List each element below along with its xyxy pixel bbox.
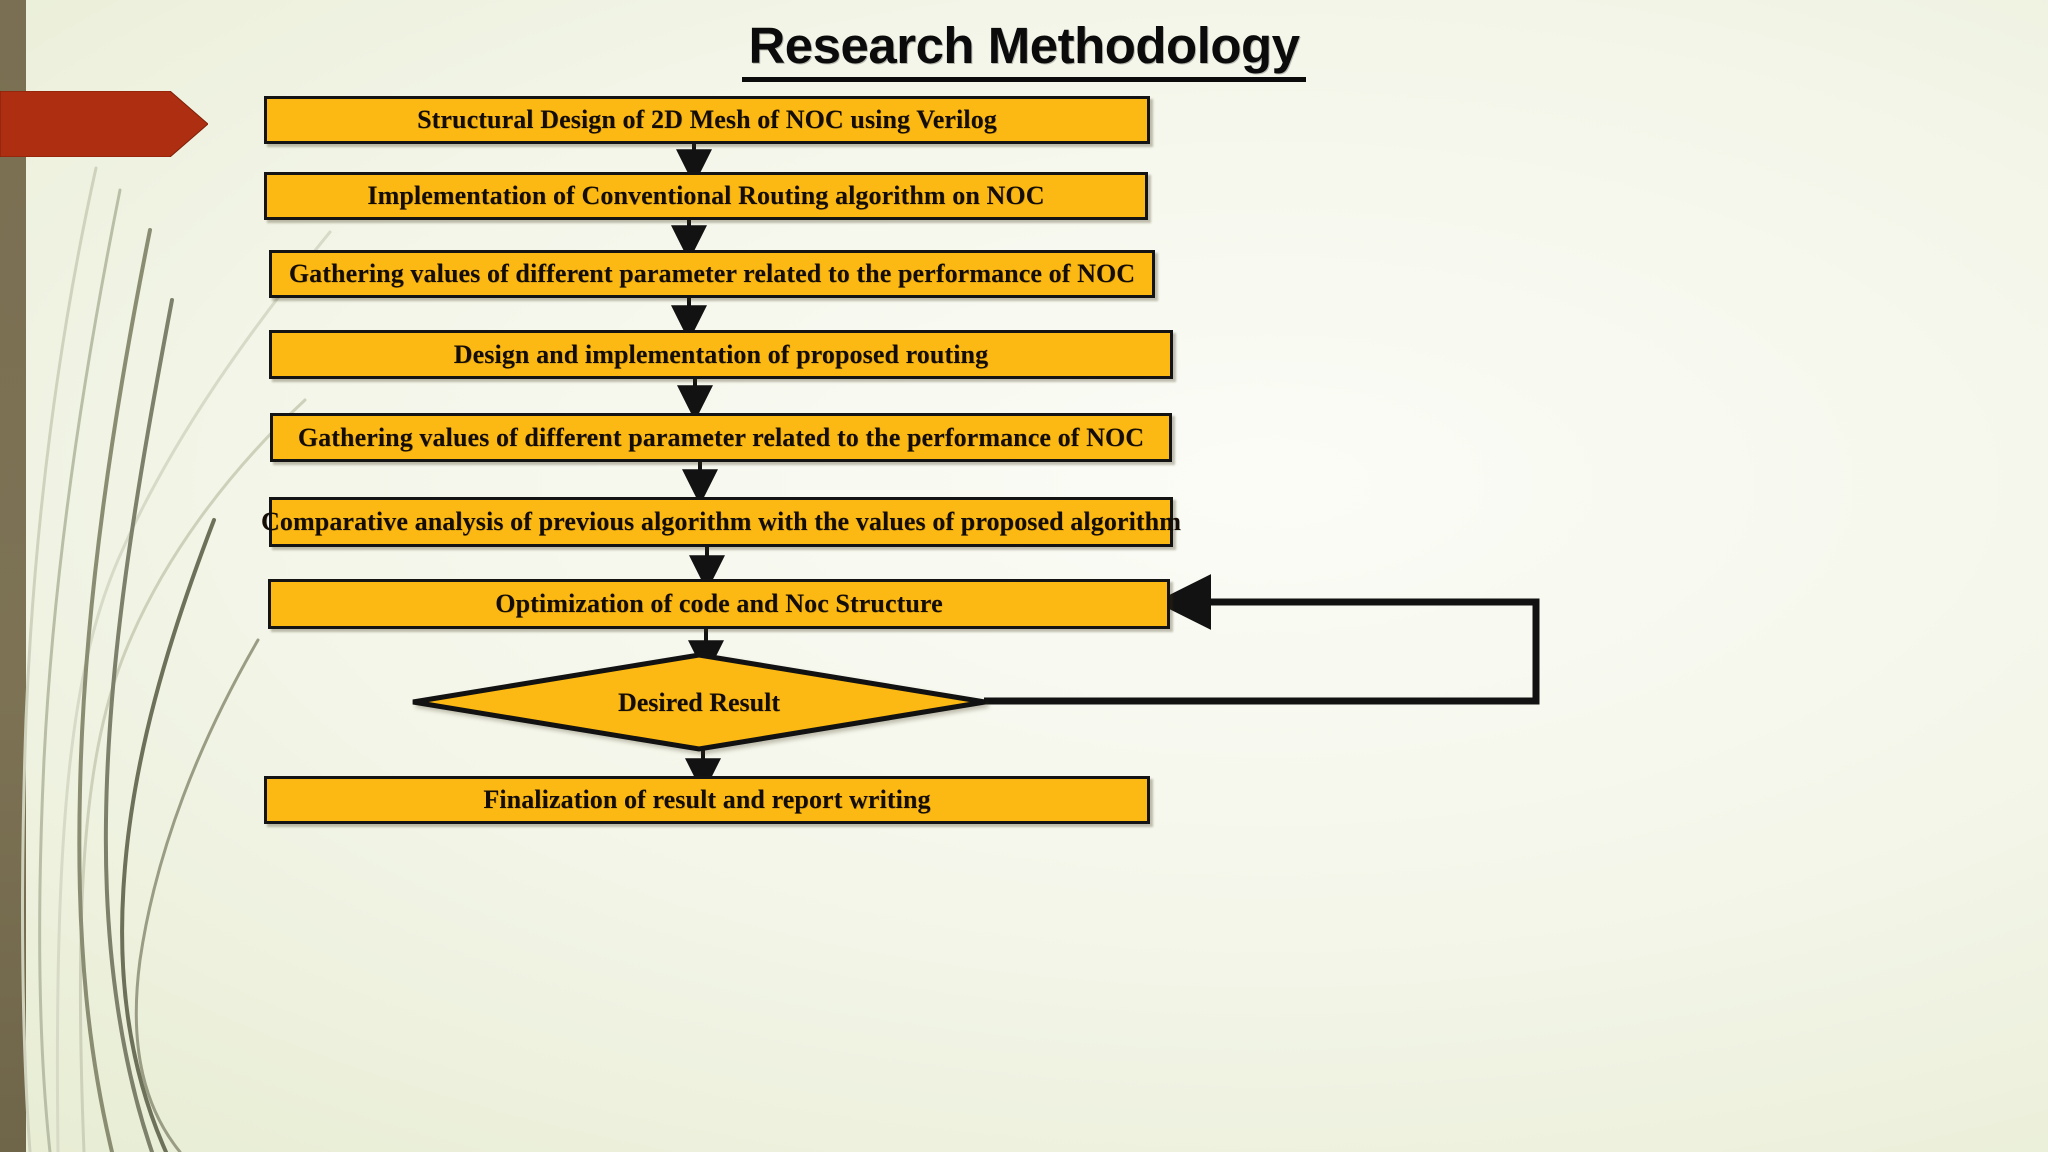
flow-node-n8[interactable]: Desired Result (412, 652, 986, 752)
flow-node-n5[interactable]: Gathering values of different parameter … (270, 413, 1172, 462)
flow-node-n7[interactable]: Optimization of code and Noc Structure (268, 579, 1170, 629)
flow-node-n4-label: Design and implementation of proposed ro… (453, 339, 989, 369)
slide-title: Research Methodology (0, 16, 2048, 82)
flow-node-n9[interactable]: Finalization of result and report writin… (264, 776, 1150, 824)
red-arrow-banner (0, 91, 208, 157)
flow-node-n6-label: Comparative analysis of previous algorit… (261, 507, 1181, 536)
edge-feedback-loop (984, 574, 1540, 705)
flow-node-n7-label: Optimization of code and Noc Structure (495, 589, 943, 618)
flow-node-n6[interactable]: Comparative analysis of previous algorit… (261, 497, 1181, 547)
flow-node-n5-label: Gathering values of different parameter … (297, 422, 1145, 452)
flow-node-n2-label: Implementation of Conventional Routing a… (367, 181, 1045, 210)
flow-node-n3-label: Gathering values of different parameter … (288, 259, 1136, 288)
flow-node-n1[interactable]: Structural Design of 2D Mesh of NOC usin… (264, 96, 1150, 144)
flow-node-n3[interactable]: Gathering values of different parameter … (269, 250, 1155, 298)
flow-node-n9-label: Finalization of result and report writin… (483, 785, 931, 814)
flow-node-n1-label: Structural Design of 2D Mesh of NOC usin… (417, 105, 997, 134)
flow-node-n4[interactable]: Design and implementation of proposed ro… (269, 330, 1173, 379)
decorative-grass-blades (21, 166, 332, 1152)
slide-title-text: Research Methodology (742, 16, 1306, 82)
diamond-shape (412, 652, 986, 752)
flow-node-n2[interactable]: Implementation of Conventional Routing a… (264, 172, 1148, 220)
